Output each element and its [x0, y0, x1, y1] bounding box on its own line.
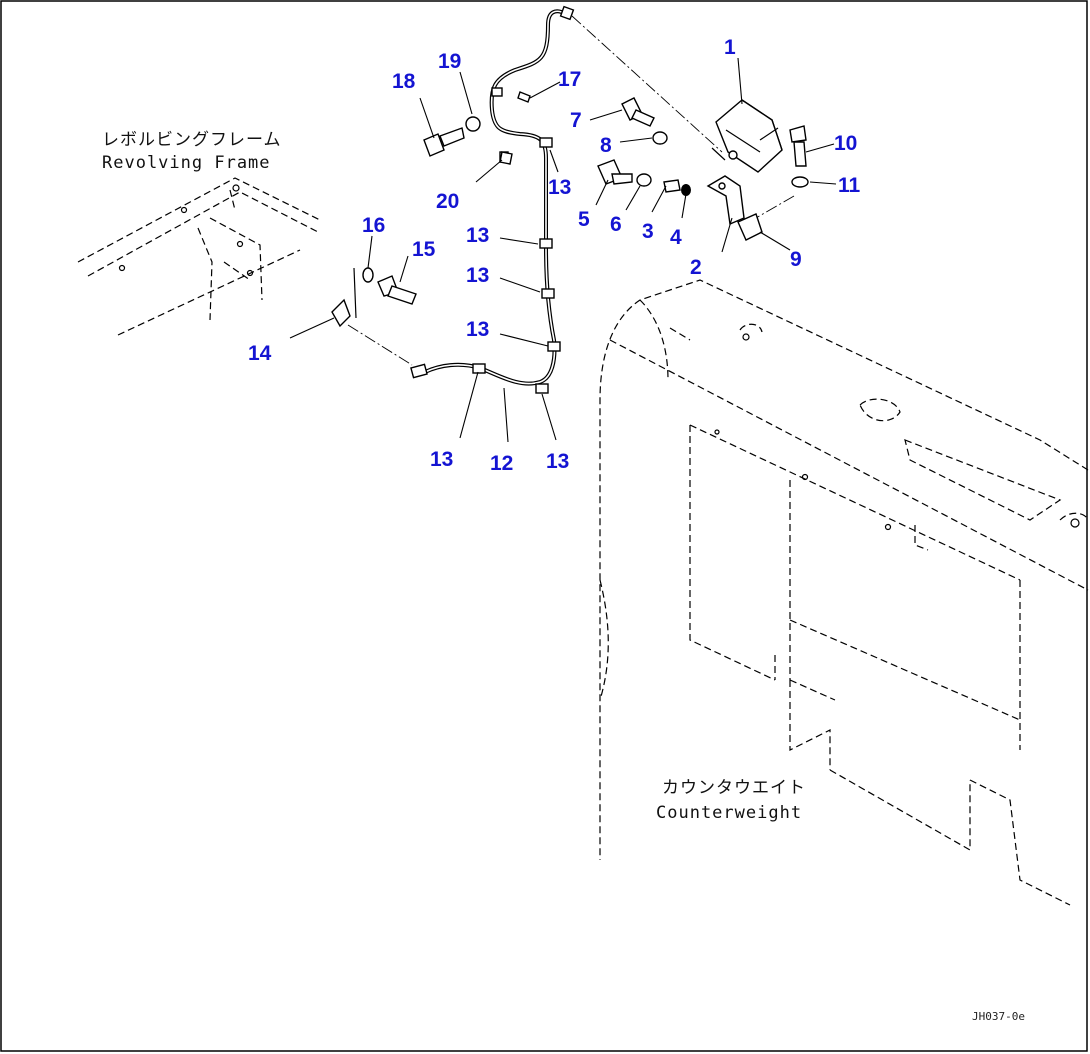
callout-6: 6 — [610, 213, 622, 236]
washer-8 — [652, 131, 668, 145]
hardware-bolt-7 — [621, 97, 655, 127]
caption-revolving-frame-en: Revolving Frame — [102, 153, 271, 173]
leader-lines — [289, 57, 837, 443]
work-lamp — [711, 99, 783, 173]
callout-16: 16 — [362, 214, 385, 237]
callout-labels: 1 2 3 4 5 6 7 8 9 10 11 12 13 13 13 13 1… — [248, 36, 861, 475]
bracket-14 — [331, 267, 357, 328]
callout-8: 8 — [600, 134, 612, 157]
callout-11: 11 — [838, 174, 861, 197]
revolving-frame-outline — [77, 177, 321, 336]
hardware-bolt-18 — [423, 127, 465, 157]
callout-3: 3 — [642, 220, 654, 243]
callout-13-clip-c: 13 — [466, 318, 489, 341]
hardware-3 — [663, 179, 681, 193]
nut-4 — [681, 184, 691, 196]
washer-19 — [465, 116, 481, 132]
callout-7: 7 — [570, 109, 582, 132]
callout-5: 5 — [578, 208, 590, 231]
clip-20 — [499, 151, 513, 165]
caption-revolving-frame-jp: レボルビングフレーム — [102, 130, 282, 150]
hardware-bolt-5 — [597, 159, 633, 185]
washer-16 — [362, 267, 374, 283]
assembly-chain-lines — [347, 15, 795, 366]
callout-13-bottom-left: 13 — [430, 448, 453, 471]
callout-12: 12 — [490, 452, 513, 475]
callout-2: 2 — [690, 256, 702, 279]
clip-17 — [517, 91, 531, 103]
callout-13-bottom-right: 13 — [546, 450, 569, 473]
hardware-bolt-10 — [789, 125, 807, 167]
callout-14: 14 — [248, 342, 272, 365]
callout-4: 4 — [670, 226, 682, 249]
callout-17: 17 — [558, 68, 581, 91]
drawing-code: JH037-0e — [972, 1010, 1025, 1023]
callout-20: 20 — [436, 190, 459, 213]
callout-15: 15 — [412, 238, 436, 261]
hardware-bolt-15 — [377, 275, 417, 305]
caption-counterweight-jp: カウンタウエイト — [662, 778, 806, 798]
callout-13-top: 13 — [548, 176, 571, 199]
callout-13-clip-b: 13 — [466, 264, 489, 287]
lamp-bracket — [706, 175, 763, 241]
callout-18: 18 — [392, 70, 416, 93]
callout-9: 9 — [790, 248, 802, 271]
callout-1: 1 — [724, 36, 736, 59]
washer-11 — [791, 176, 809, 188]
wire-harness — [410, 5, 575, 394]
captions: レボルビングフレーム Revolving Frame カウンタウエイト Coun… — [102, 130, 806, 823]
callout-19: 19 — [438, 50, 461, 73]
caption-counterweight-en: Counterweight — [656, 803, 802, 823]
callout-13-clip-a: 13 — [466, 224, 489, 247]
counterweight-outline — [599, 279, 1089, 906]
washer-6 — [636, 173, 652, 187]
callout-10: 10 — [834, 132, 857, 155]
